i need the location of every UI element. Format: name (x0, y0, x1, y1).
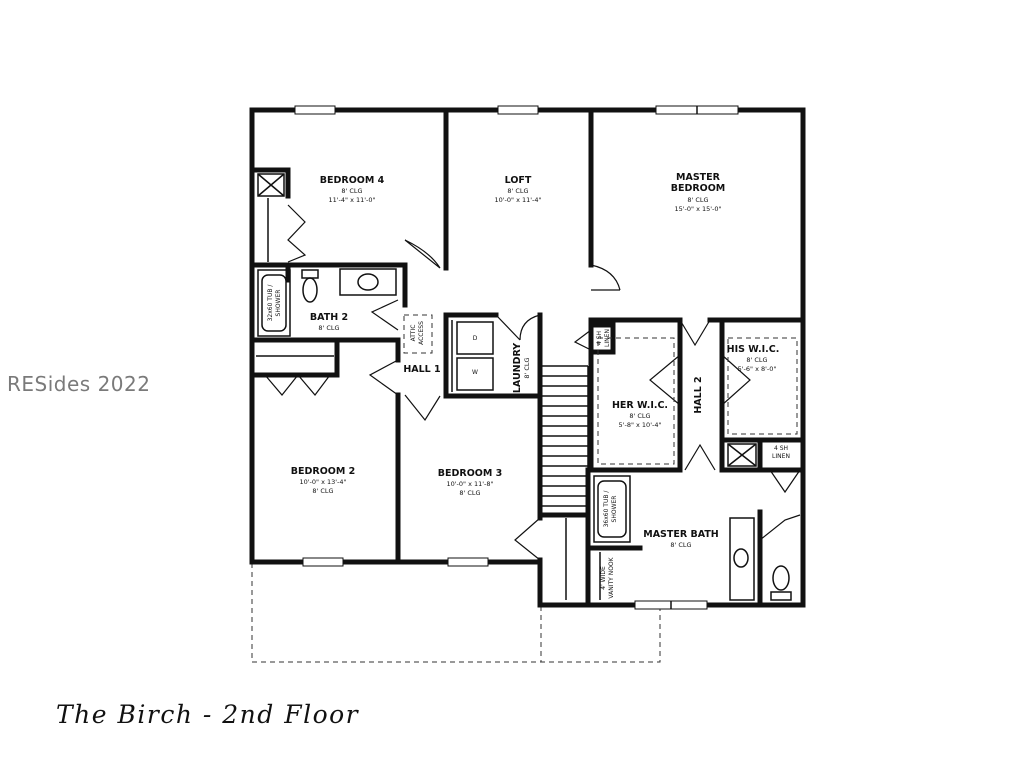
room-labels: BEDROOM 4 8' CLG 11'-4" x 11'-0" LOFT 8'… (291, 172, 780, 549)
bedroom2-size: 10'-0" x 13'-4" (299, 478, 346, 486)
her-wic-ceiling: 8' CLG (629, 412, 650, 420)
bedroom4-size: 11'-4" x 11'-0" (328, 196, 375, 204)
his-wic-size: 5'-6" x 8'-0" (738, 365, 777, 373)
linen-bottom-label-1: 4 SH (774, 445, 788, 452)
fixture-labels: ATTIC ACCESS 4 SH LINEN 4 SH LINEN 32x60… (267, 284, 790, 599)
bedroom3-size: 10'-0" x 11'-8" (446, 480, 493, 488)
bedroom4-name: BEDROOM 4 (320, 175, 385, 186)
loft-name: LOFT (505, 175, 532, 186)
loft-ceiling: 8' CLG (507, 187, 528, 195)
hall2-name: HALL 2 (693, 376, 704, 413)
hall1-name: HALL 1 (403, 364, 440, 375)
master-bedroom-ceiling: 8' CLG (687, 196, 708, 204)
bath2-tub-label-1: 32x60 TUB / (267, 284, 274, 322)
master-bedroom-name-1: MASTER (676, 172, 721, 183)
laundry-name: LAUNDRY (512, 343, 523, 393)
bedroom2-name: BEDROOM 2 (291, 466, 355, 477)
his-wic-ceiling: 8' CLG (746, 356, 767, 364)
windows (294, 105, 739, 610)
master-bedroom-name-2: BEDROOM (671, 183, 726, 194)
master-bath-name: MASTER BATH (643, 529, 719, 540)
dryer-label: D (473, 335, 478, 342)
master-bath-ceiling: 8' CLG (670, 541, 691, 549)
loft-size: 10'-0" x 11'-4" (494, 196, 541, 204)
bedroom2-ceiling: 8' CLG (312, 487, 333, 495)
porch-outline (251, 563, 661, 663)
bedroom3-name: BEDROOM 3 (438, 468, 502, 479)
attic-access-label-2: ACCESS (418, 321, 425, 345)
bath2-ceiling: 8' CLG (318, 324, 339, 332)
bedroom3-ceiling: 8' CLG (459, 489, 480, 497)
attic-access-label-1: ATTIC (410, 325, 417, 342)
linen-bottom-label-2: LINEN (772, 453, 790, 460)
master-tub-label-2: SHOWER (611, 496, 618, 523)
watermark: RESides 2022 (7, 372, 151, 396)
master-tub-label-1: 36x60 TUB / (603, 490, 610, 528)
bath2-tub-label-2: SHOWER (275, 290, 282, 317)
vanity-nook-label-1: 4' WIDE (600, 566, 607, 590)
fixtures (256, 173, 798, 601)
laundry-ceiling: 8' CLG (523, 357, 531, 378)
her-wic-size: 5'-8" x 10'-4" (619, 421, 662, 429)
his-wic-name: HIS W.I.C. (727, 344, 780, 355)
vanity-nook-label-2: VANITY NOOK (608, 556, 615, 598)
plan-caption: The Birch - 2nd Floor (56, 700, 360, 729)
master-bedroom-size: 15'-0" x 15'-0" (674, 205, 721, 213)
linen-top-label-1: 4 SH (596, 331, 603, 345)
bath2-name: BATH 2 (310, 312, 348, 323)
washer-label: W (472, 369, 478, 376)
her-wic-name: HER W.I.C. (612, 400, 668, 411)
door-swings (264, 204, 801, 561)
stairs (542, 365, 589, 515)
bedroom4-ceiling: 8' CLG (341, 187, 362, 195)
linen-top-label-2: LINEN (604, 329, 611, 347)
